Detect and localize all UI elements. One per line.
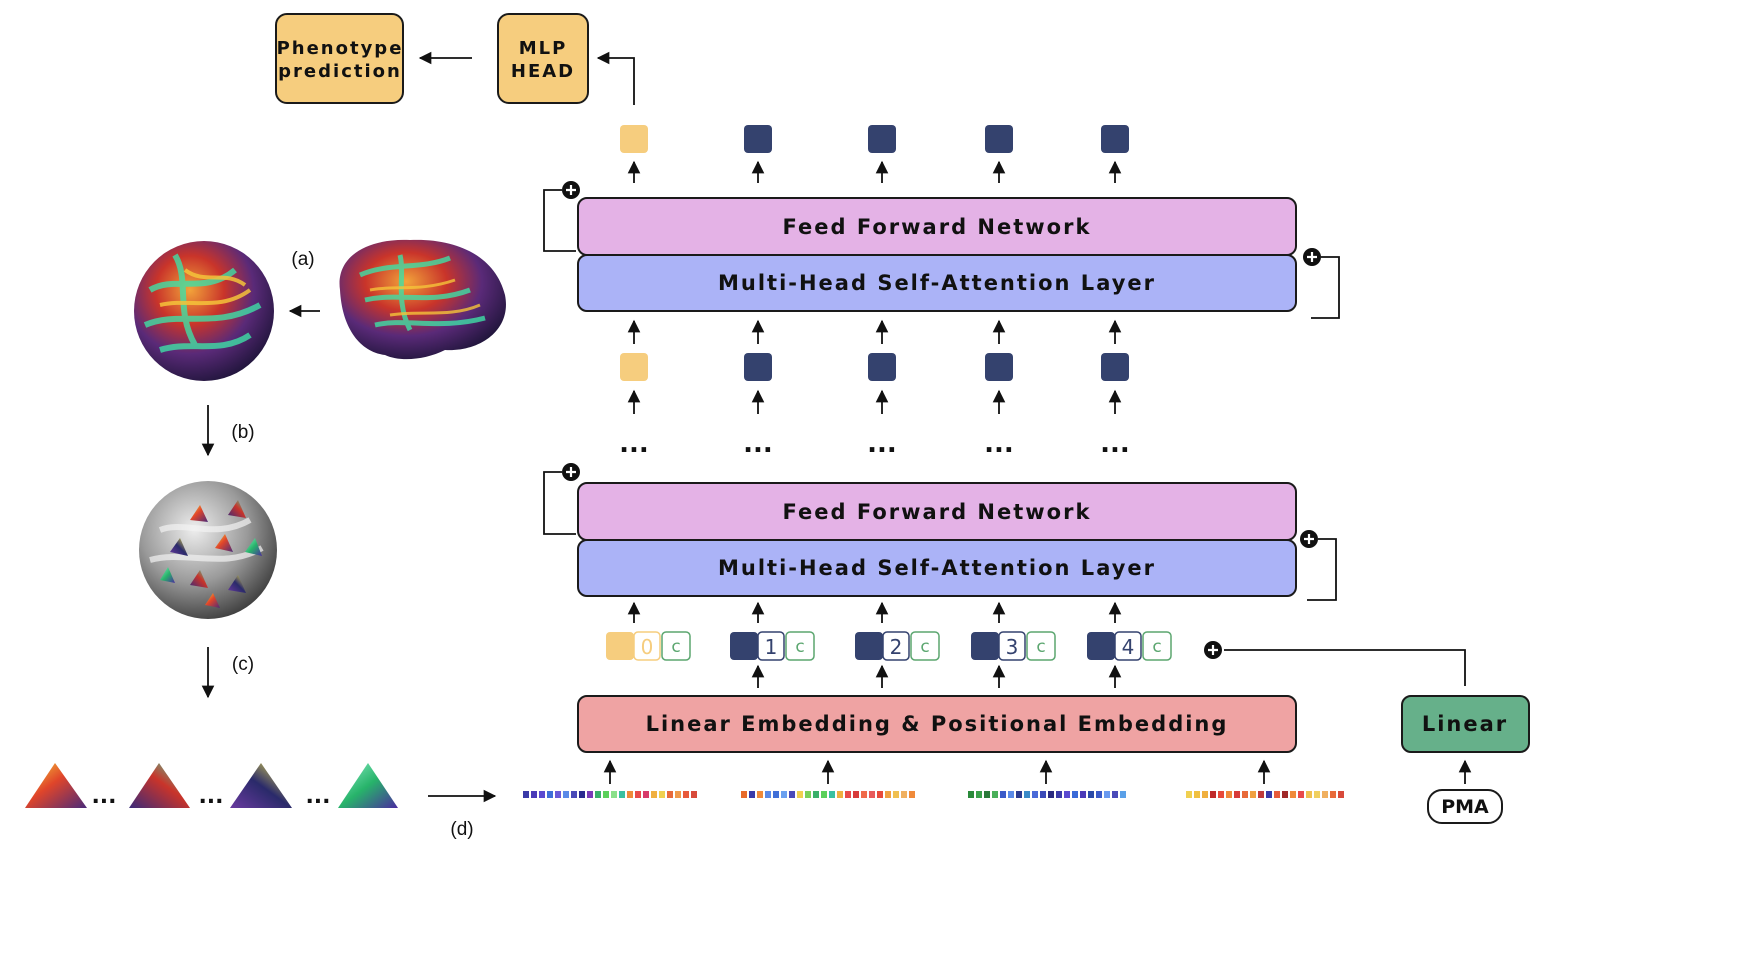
position-index-4: 4	[1122, 635, 1135, 659]
lower-mhsa-label: Multi-Head Self-Attention Layer	[718, 556, 1156, 580]
mlp-head-box: MLP HEAD	[497, 13, 589, 104]
icosphere-patches-image	[139, 481, 277, 619]
upper-ffn-box: Feed Forward Network	[577, 197, 1297, 256]
lower-ffn-residual	[543, 471, 576, 535]
upper-mhsa-box: Multi-Head Self-Attention Layer	[577, 254, 1297, 312]
ellipsis-3: ...	[984, 429, 1014, 459]
brain-surface-image	[339, 239, 506, 360]
arrows-tokens-to-lower-mhsa	[627, 601, 1122, 623]
lower-ffn-add-icon	[562, 463, 580, 481]
upper-ffn-label: Feed Forward Network	[783, 215, 1092, 239]
linear-box: Linear	[1401, 695, 1530, 753]
phenotype-box: Phenotype prediction	[275, 13, 404, 104]
position-index-1: 1	[765, 635, 778, 659]
cls-to-mlp-arrow	[596, 51, 635, 105]
input-token-4: 4 c	[1087, 631, 1172, 661]
condition-token-2: c	[920, 637, 929, 657]
input-token-0: 0 c	[606, 631, 691, 661]
embedding-label: Linear Embedding & Positional Embedding	[646, 712, 1229, 736]
ellipsis-1: ...	[743, 429, 773, 459]
arrows-mid-to-upper-mhsa	[627, 319, 1122, 344]
arrows-embedding-to-tokens	[751, 664, 1122, 688]
patch-sequence-3	[968, 791, 1126, 798]
lower-ffn-box: Feed Forward Network	[577, 482, 1297, 541]
condition-token-1: c	[795, 637, 804, 657]
upper-ffn-residual	[543, 189, 576, 252]
lower-mhsa-residual	[1307, 538, 1337, 601]
output-tokens	[620, 125, 1129, 153]
arrows-ffn-to-output	[627, 160, 1122, 183]
lower-ffn-label: Feed Forward Network	[783, 500, 1092, 524]
condition-token-3: c	[1036, 637, 1045, 657]
brain-sphere-image	[134, 241, 274, 381]
linear-label: Linear	[1422, 712, 1508, 736]
patch-sequence-1	[523, 791, 697, 798]
ellipsis-0: ...	[619, 429, 649, 459]
triangle-patch-2	[129, 763, 190, 808]
patch-ellipsis-3: ...	[305, 784, 330, 809]
step-label-d: (d)	[450, 819, 473, 840]
stack-ellipsis-row: ... ... ... ... ...	[619, 429, 1130, 459]
patch-sequence-2	[741, 791, 915, 798]
mlp-label-line2: HEAD	[511, 61, 575, 82]
upper-mhsa-label: Multi-Head Self-Attention Layer	[718, 271, 1156, 295]
triangle-patch-1	[25, 763, 87, 808]
embedding-box: Linear Embedding & Positional Embedding	[577, 695, 1297, 753]
input-token-2: 2 c	[855, 631, 940, 661]
condition-token-4: c	[1152, 637, 1161, 657]
upper-mhsa-add-icon	[1303, 248, 1321, 266]
lower-mhsa-box: Multi-Head Self-Attention Layer	[577, 539, 1297, 597]
condition-add-icon	[1204, 641, 1222, 659]
pma-box: PMA	[1427, 789, 1503, 824]
phenotype-label-line1: Phenotype	[277, 38, 404, 59]
lower-mhsa-add-icon	[1300, 530, 1318, 548]
phenotype-label-line2: prediction	[278, 61, 402, 82]
middle-tokens	[620, 353, 1129, 381]
input-token-3: 3 c	[971, 631, 1056, 661]
step-label-b: (b)	[231, 422, 254, 443]
condition-token-0: c	[671, 637, 680, 657]
position-index-2: 2	[890, 635, 903, 659]
triangle-patch-4	[338, 763, 398, 808]
upper-ffn-add-icon	[562, 181, 580, 199]
upper-mhsa-residual	[1311, 256, 1340, 319]
input-token-1: 1 c	[730, 631, 815, 661]
ellipsis-2: ...	[867, 429, 897, 459]
arrows-patches-to-embedding	[603, 759, 1271, 784]
linear-to-condition-line	[1224, 649, 1466, 686]
ellipsis-4: ...	[1100, 429, 1130, 459]
triangle-patches-row	[25, 763, 398, 808]
pma-label: PMA	[1441, 796, 1489, 818]
triangle-ellipses: ... ... ...	[91, 784, 330, 809]
position-index-3: 3	[1006, 635, 1019, 659]
patch-ellipsis-1: ...	[91, 784, 116, 809]
triangle-patch-3	[230, 763, 292, 808]
step-label-c: (c)	[232, 654, 254, 675]
patch-ellipsis-2: ...	[198, 784, 223, 809]
patch-sequence-4	[1186, 791, 1344, 798]
mlp-label-line1: MLP	[519, 38, 568, 59]
step-label-a: (a)	[291, 249, 314, 270]
arrows-dots-to-middle	[627, 389, 1122, 414]
position-index-0: 0	[641, 635, 654, 659]
